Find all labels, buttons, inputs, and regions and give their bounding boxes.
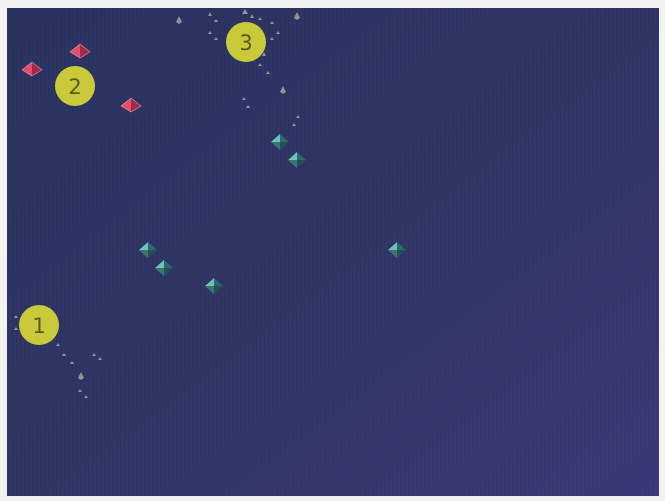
red-pyramid-unit[interactable] [120, 97, 142, 113]
debris-cluster-top [176, 9, 300, 126]
red-pyramid-unit[interactable] [21, 61, 43, 77]
callout-label: 2 [68, 75, 81, 99]
debris-field [14, 9, 300, 398]
teal-pyramid-unit[interactable] [139, 242, 157, 258]
callout-label: 1 [32, 314, 45, 338]
teal-pyramid-unit[interactable] [271, 134, 289, 150]
callout-badge [55, 66, 95, 106]
callout-1: 1 [19, 305, 59, 345]
callout-badge [19, 305, 59, 345]
red-pyramid-unit[interactable] [69, 43, 91, 59]
red-units [21, 43, 142, 113]
scanline-overlay [7, 8, 659, 496]
teal-pyramid-unit[interactable] [155, 260, 173, 276]
teal-pyramid-unit[interactable] [388, 242, 406, 258]
callout-label: 3 [239, 31, 252, 55]
callout-badge [226, 22, 266, 62]
teal-units [139, 134, 406, 294]
callout-2: 2 [55, 66, 95, 106]
teal-pyramid-unit[interactable] [288, 152, 306, 168]
callout-3: 3 [226, 22, 266, 62]
teal-pyramid-unit[interactable] [205, 278, 223, 294]
